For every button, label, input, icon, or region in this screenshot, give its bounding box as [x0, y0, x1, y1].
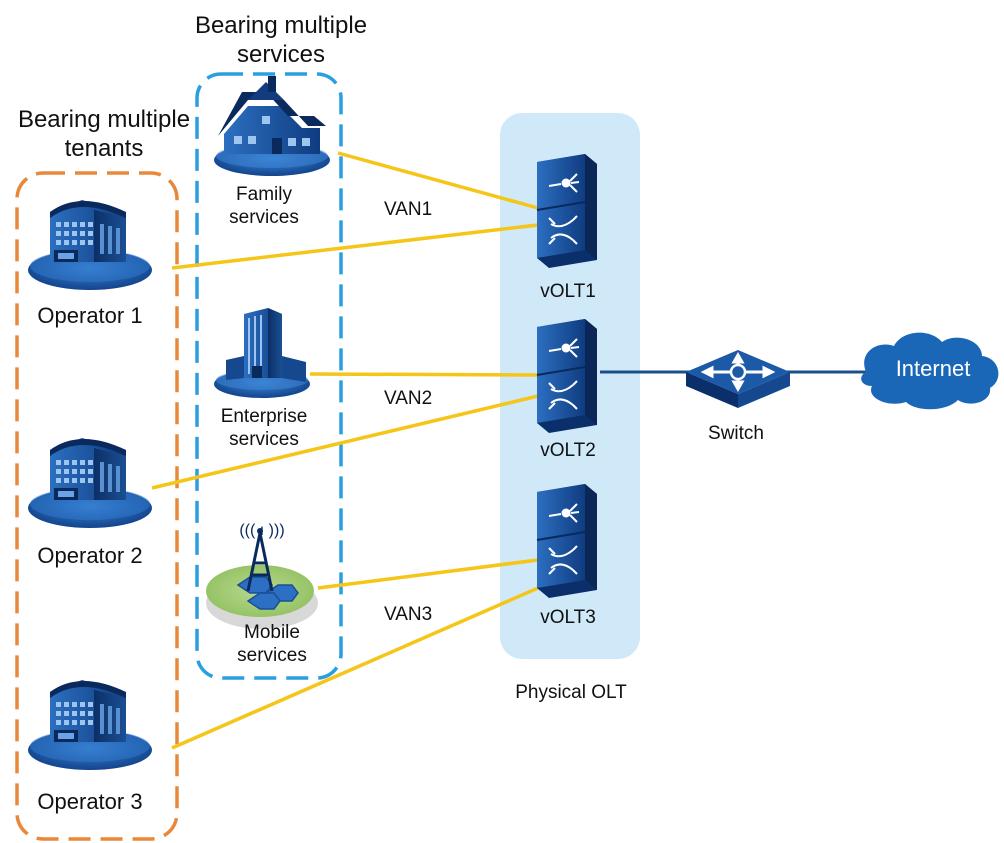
switch-icon — [686, 350, 790, 408]
tenant-group-border — [15, 171, 179, 841]
service-group-title: Bearing multiple services — [194, 12, 368, 68]
family-services-label: Family services — [229, 184, 299, 228]
link-operator3-volt3 — [171, 586, 539, 750]
office-tower-icon — [214, 308, 310, 398]
signal-waves-icon: ((( ı ))) — [239, 522, 284, 539]
volt-device-icon — [536, 153, 598, 269]
cell-tower-icon — [206, 528, 318, 629]
internet-label: Internet — [895, 356, 971, 381]
physical-olt-label: Physical OLT — [515, 682, 627, 703]
volt-device-icon — [536, 318, 598, 434]
link-mobile-volt3 — [317, 558, 539, 590]
volt1-label: vOLT1 — [540, 281, 596, 302]
volt2-label: vOLT2 — [540, 440, 596, 461]
operator-2-label: Operator 2 — [37, 543, 143, 568]
van3-label: VAN3 — [384, 604, 433, 625]
operator-building-icon — [28, 438, 152, 528]
link-enterprise-volt2 — [309, 372, 539, 377]
van2-label: VAN2 — [384, 388, 433, 409]
tenant-group-title: Bearing multiple tenants — [17, 106, 191, 162]
house-icon — [214, 76, 330, 176]
link-family-volt1 — [337, 151, 539, 210]
service-group-border — [195, 72, 343, 680]
link-lines — [151, 151, 539, 750]
link-operator1-volt1 — [171, 223, 539, 270]
operator-3-label: Operator 3 — [37, 789, 143, 814]
link-operator2-volt2 — [151, 394, 539, 490]
volt3-label: vOLT3 — [540, 607, 596, 628]
operator-1-label: Operator 1 — [37, 303, 143, 328]
volt-device-icon — [536, 483, 598, 599]
operator-building-icon — [28, 200, 152, 290]
internet-cloud-icon — [861, 332, 999, 410]
operator-building-icon — [28, 680, 152, 770]
mobile-services-label: Mobile services — [237, 622, 307, 666]
van1-label: VAN1 — [384, 199, 433, 220]
enterprise-services-label: Enterprise services — [220, 406, 308, 450]
switch-label: Switch — [708, 423, 764, 444]
